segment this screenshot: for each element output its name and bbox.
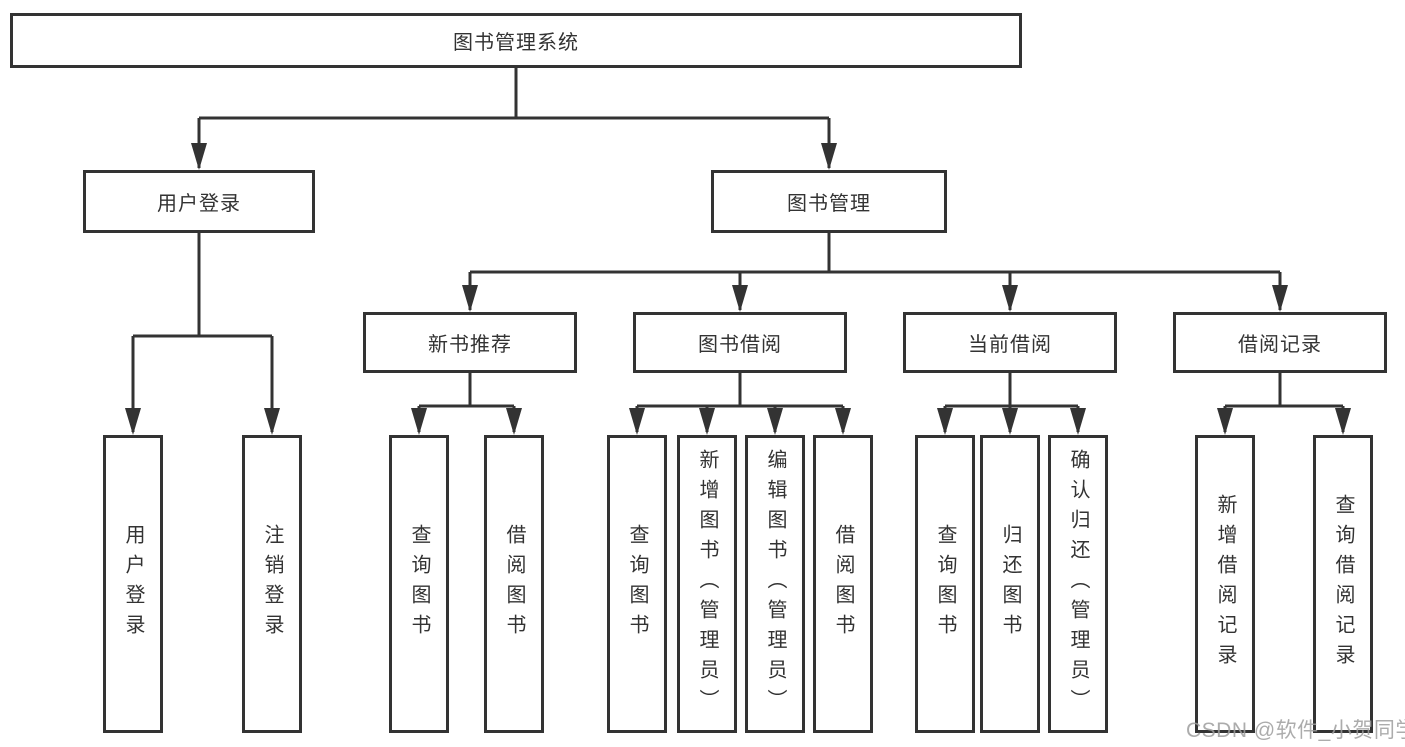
node-new-book-recommend: 新书推荐 [363, 312, 577, 373]
leaf-add-book-admin-label: 新增图书（管理员） [696, 449, 718, 719]
leaf-logout: 注销登录 [242, 435, 302, 733]
csdn-watermark: CSDN @软件_小贺同学 [1186, 719, 1405, 742]
leaf-borrow-books: 借阅图书 [813, 435, 873, 733]
leaf-query-books-recommend-label: 查询图书 [408, 524, 430, 644]
leaf-user-login: 用户登录 [103, 435, 163, 733]
leaf-query-borrow-record: 查询借阅记录 [1313, 435, 1373, 733]
leaf-add-borrow-record: 新增借阅记录 [1195, 435, 1255, 733]
leaf-confirm-return-admin: 确认归还（管理员） [1048, 435, 1108, 733]
leaf-query-books-current: 查询图书 [915, 435, 975, 733]
elbow-connectors [131, 68, 1345, 432]
node-library-management-system: 图书管理系统 [10, 13, 1022, 68]
leaf-query-books-recommend: 查询图书 [389, 435, 449, 733]
leaf-edit-book-admin-label: 编辑图书（管理员） [764, 449, 786, 719]
leaf-logout-label: 注销登录 [261, 524, 283, 644]
leaf-borrow-books-recommend-label: 借阅图书 [503, 524, 525, 644]
leaf-user-login-label: 用户登录 [122, 524, 144, 644]
leaf-borrow-books-label: 借阅图书 [832, 524, 854, 644]
leaf-return-books: 归还图书 [980, 435, 1040, 733]
leaf-add-book-admin: 新增图书（管理员） [677, 435, 737, 733]
node-current-borrowing: 当前借阅 [903, 312, 1117, 373]
leaf-query-books-borrowing: 查询图书 [607, 435, 667, 733]
node-book-borrowing: 图书借阅 [633, 312, 847, 373]
leaf-query-books-borrowing-label: 查询图书 [626, 524, 648, 644]
leaf-edit-book-admin: 编辑图书（管理员） [745, 435, 805, 733]
leaf-return-books-label: 归还图书 [999, 524, 1021, 644]
node-book-management-branch: 图书管理 [711, 170, 947, 233]
node-user-login-branch: 用户登录 [83, 170, 315, 233]
leaf-query-borrow-record-label: 查询借阅记录 [1332, 494, 1354, 674]
leaf-borrow-books-recommend: 借阅图书 [484, 435, 544, 733]
leaf-query-books-current-label: 查询图书 [934, 524, 956, 644]
node-borrow-records: 借阅记录 [1173, 312, 1387, 373]
leaf-add-borrow-record-label: 新增借阅记录 [1214, 494, 1236, 674]
leaf-confirm-return-admin-label: 确认归还（管理员） [1067, 449, 1089, 719]
